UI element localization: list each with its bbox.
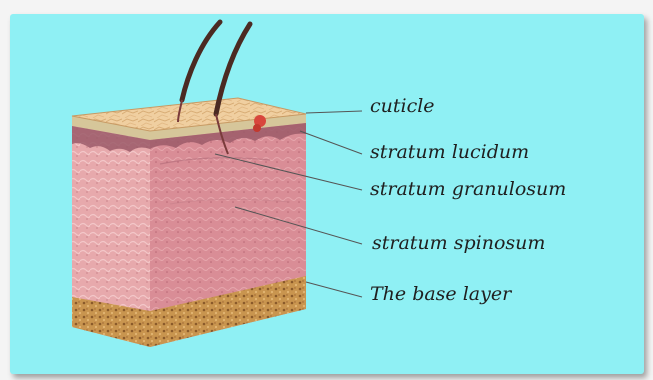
label-stratum-spinosum: stratum spinosum <box>372 234 545 253</box>
block-left-face <box>72 116 150 347</box>
label-cuticle: cuticle <box>370 97 435 116</box>
leader-line-stratum-lucidum <box>300 131 362 154</box>
label-stratum-lucidum: stratum lucidum <box>370 143 529 162</box>
label-stratum-granulosum: stratum granulosum <box>370 180 566 199</box>
label-base-layer: The base layer <box>370 285 511 304</box>
diagram-panel: cuticle stratum lucidum stratum granulos… <box>10 14 644 374</box>
leader-line-base-layer <box>306 282 362 297</box>
block-front-face <box>150 114 306 347</box>
leader-line-cuticle <box>306 111 362 113</box>
